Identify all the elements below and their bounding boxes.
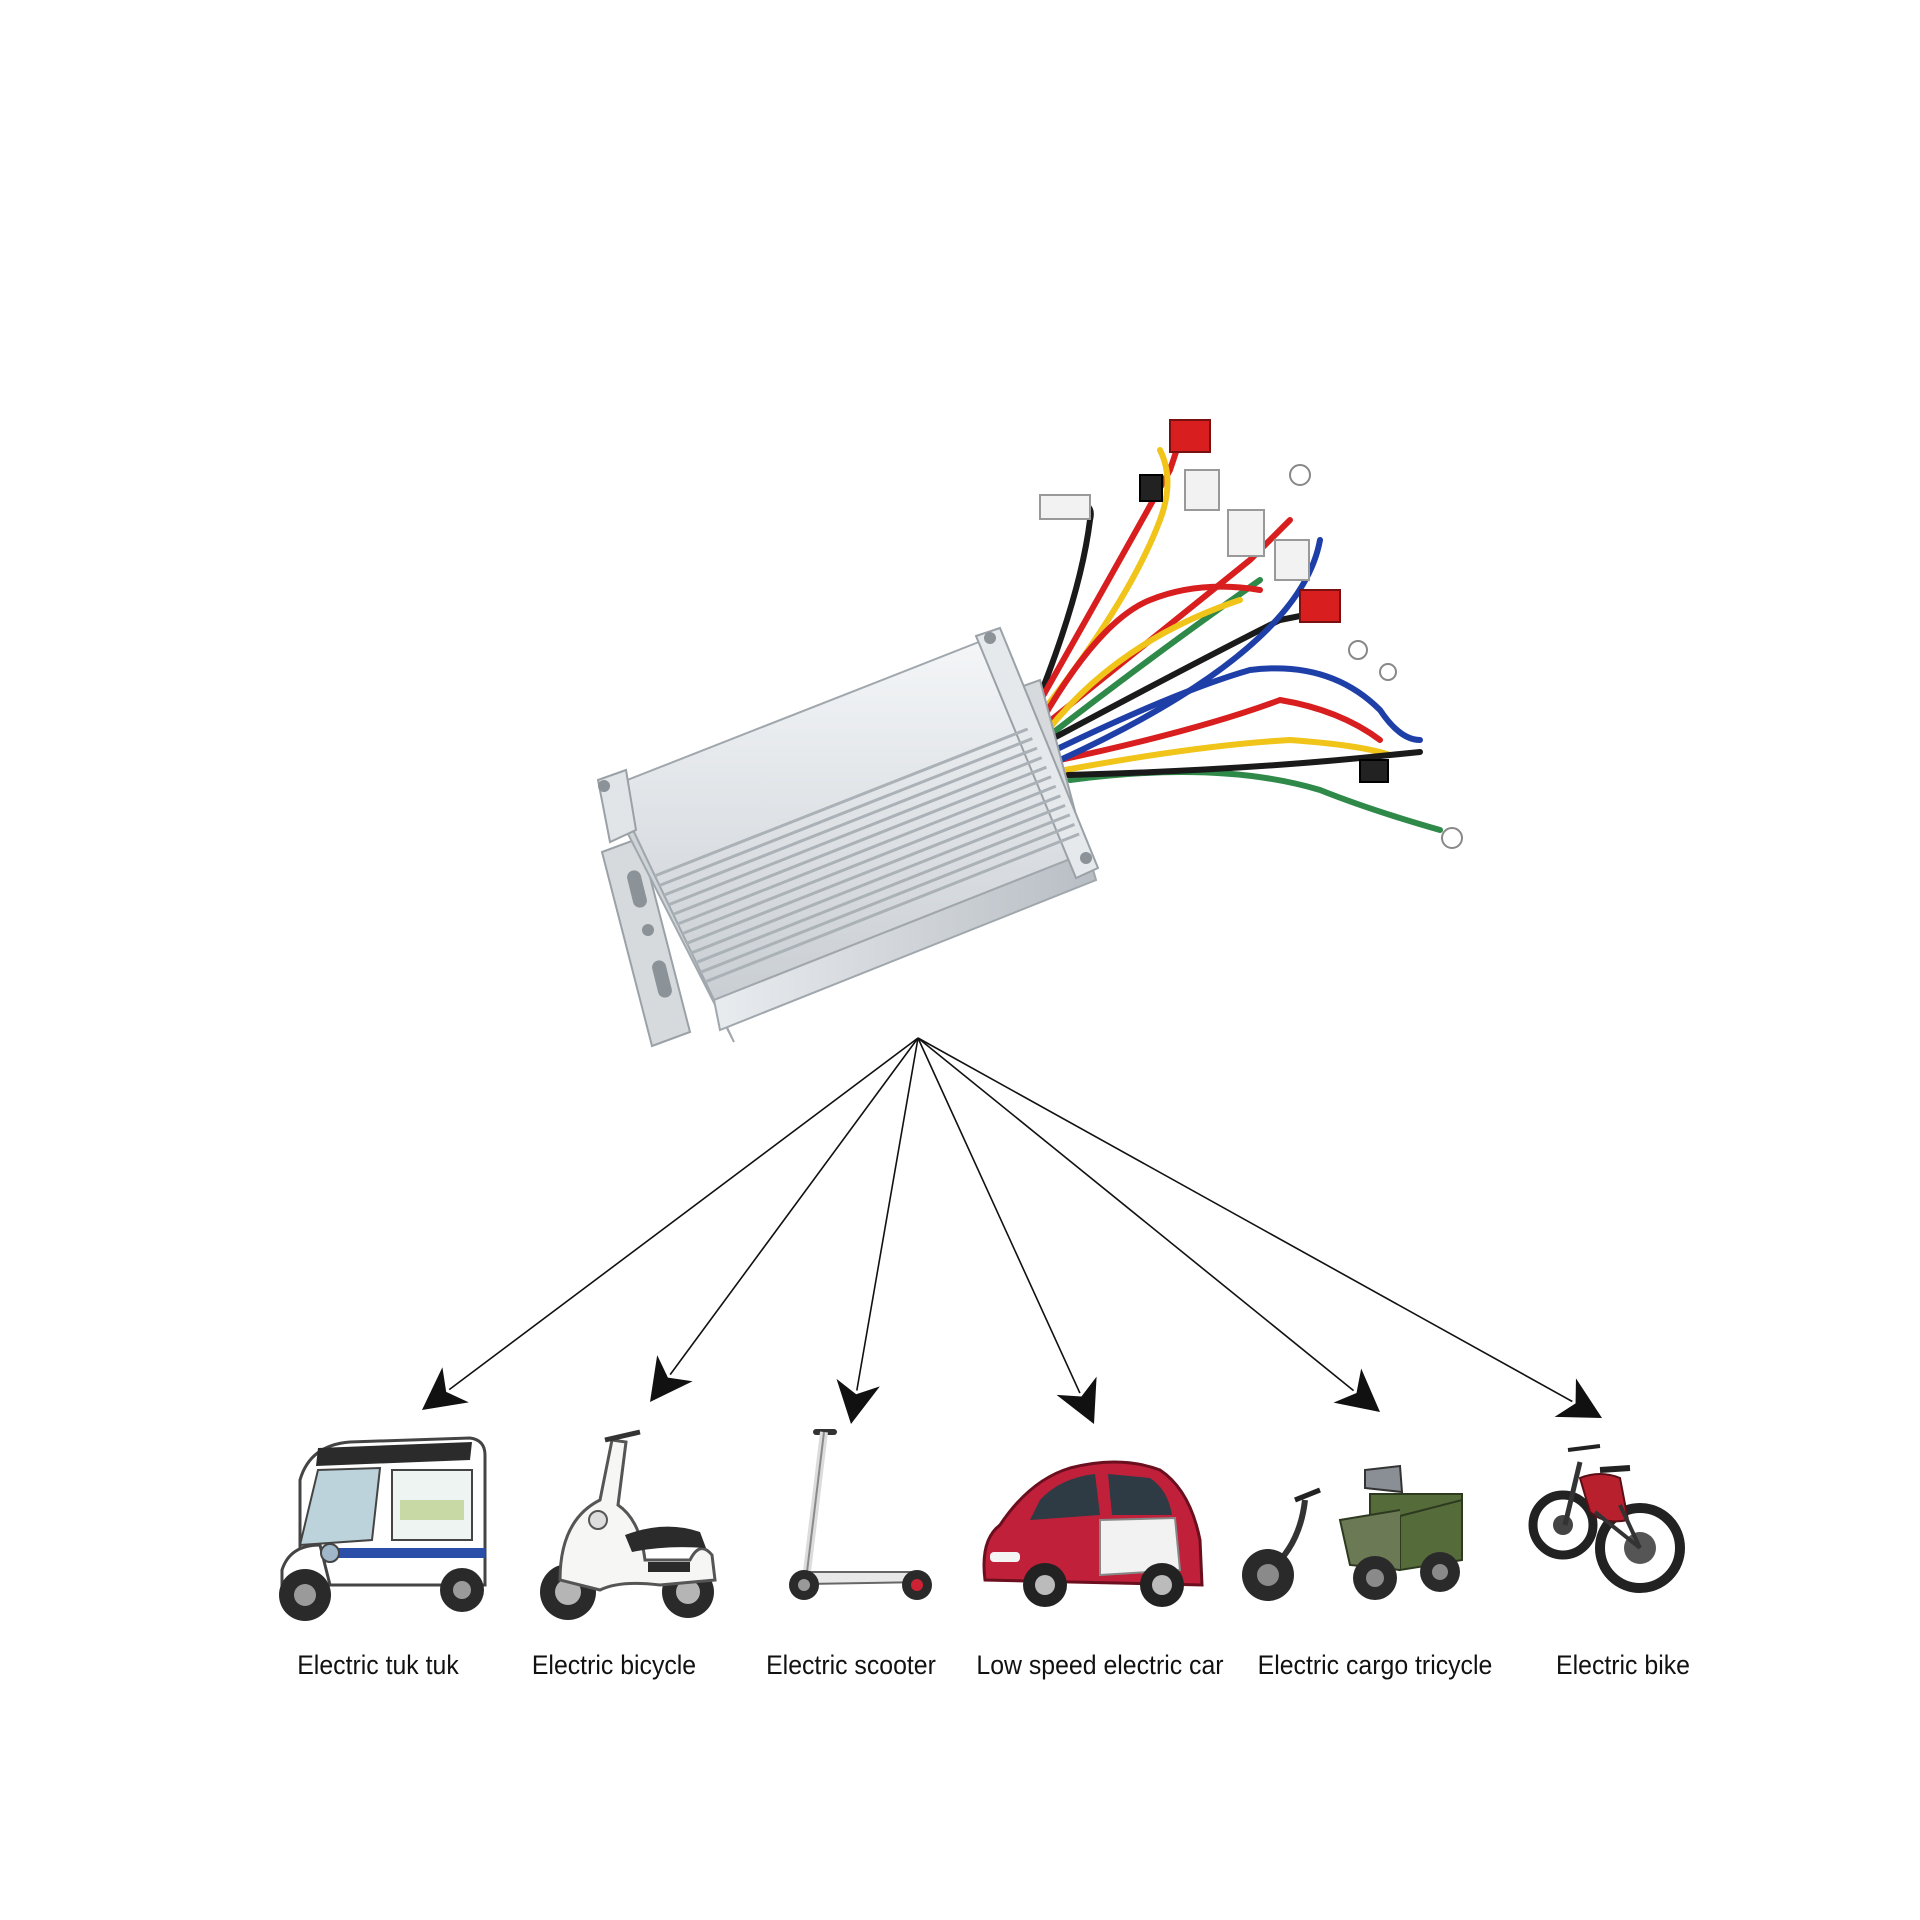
heatsink-fin (700, 823, 1076, 974)
ring-terminal (1379, 663, 1397, 681)
arrowhead-4 (1056, 1376, 1097, 1424)
wire-14 (1045, 597, 1243, 733)
wire-9 (1062, 736, 1393, 773)
label-electric-scooter: Electric scooter (766, 1650, 936, 1680)
wire-connector (1139, 474, 1163, 502)
arrow-line-4 (917, 1037, 1081, 1394)
wire-12 (1065, 749, 1423, 778)
electric-moped-icon (540, 1429, 717, 1620)
arrowhead-3 (836, 1378, 880, 1424)
ring-terminal (1289, 464, 1311, 486)
connector-arrows (422, 1037, 1602, 1424)
ring-terminal (1348, 640, 1368, 660)
label-electric-cargo-tricycle: Electric cargo tricycle (1257, 1650, 1493, 1680)
electric-bike-icon (1528, 1444, 1685, 1593)
arrow-line-2 (669, 1037, 919, 1376)
label-electric-bicycle: Electric bicycle (531, 1650, 697, 1680)
wire-7 (1052, 665, 1423, 753)
heatsink-fin (663, 746, 1038, 897)
label-electric-tuk-tuk: Electric tuk tuk (297, 1650, 459, 1680)
ring-terminal (1441, 827, 1463, 849)
wire-10 (1057, 537, 1323, 763)
wire-connector (1227, 509, 1265, 557)
wire-connector (1169, 419, 1211, 453)
heatsink-fin (672, 765, 1047, 916)
arrow-line-3 (856, 1037, 919, 1391)
heatsink-fin (658, 737, 1033, 887)
heatsink-fin (691, 803, 1066, 955)
cargo-tricycle-icon (1242, 1464, 1463, 1601)
wire-connector (1274, 539, 1310, 581)
arrowhead-6 (1554, 1378, 1602, 1418)
kick-scooter-icon (789, 1429, 932, 1600)
tuk-tuk-icon (279, 1436, 487, 1621)
wire-connector (1359, 759, 1389, 783)
small-car-icon (982, 1460, 1204, 1607)
arrow-line-6 (917, 1037, 1573, 1403)
label-electric-bike: Electric bike (1556, 1650, 1690, 1680)
wire-connector (1184, 469, 1220, 511)
wire-8 (1057, 696, 1383, 763)
heatsink-fin (704, 832, 1080, 984)
wire-connector (1299, 589, 1341, 623)
arrow-line-5 (917, 1037, 1355, 1392)
arrow-line-1 (448, 1037, 919, 1391)
wire-13 (1039, 583, 1263, 723)
wire-5 (1047, 577, 1263, 738)
heatsink-fin (654, 727, 1029, 878)
controller-wire-harness (1027, 419, 1463, 849)
arrowhead-2 (650, 1355, 693, 1402)
label-low-speed-electric-car: Low speed electric car (976, 1650, 1224, 1680)
heatsink-fin (686, 794, 1061, 945)
arrowhead-1 (422, 1367, 469, 1410)
heatsink-fin (677, 775, 1052, 926)
ev-motor-controller-icon (596, 419, 1463, 1048)
heatsink-fin (668, 756, 1043, 907)
heatsink-fin (681, 784, 1057, 936)
arrowhead-5 (1333, 1368, 1380, 1412)
heatsink-fin (695, 813, 1071, 964)
wire-connector (1039, 494, 1091, 520)
